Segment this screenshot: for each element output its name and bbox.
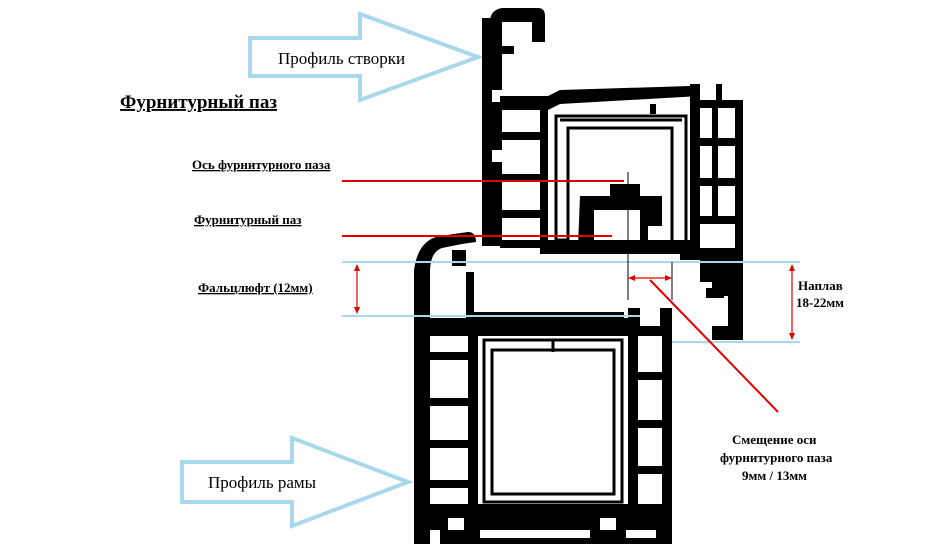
frame-profile [414,232,672,544]
offset-label-line3: 9мм / 13мм [742,468,807,483]
overlap-label-line2: 18-22мм [796,295,844,310]
overlap-dimension [789,264,795,340]
red-leaders [342,180,779,413]
sash-profile-arrow [248,11,484,103]
sash-reinforcement [554,114,688,246]
groove-axis-label: Ось фурнитурного паза [192,157,331,172]
frame-reinforcement [482,338,624,504]
offset-label-line2: фурнитурного паза [720,450,833,465]
sash-profile [482,8,743,340]
groove-label: Фурнитурный паз [194,212,301,227]
rebate-gap-dimension [354,264,360,314]
hardware-groove-title: Фурнитурный паз [120,92,277,113]
offset-label-line1: Смещение оси [732,432,817,447]
rebate-gap-label: Фальцлюфт (12мм) [198,280,313,295]
offset-dimension [628,275,672,281]
frame-profile-label: Профиль рамы [208,473,317,492]
guide-lines [342,261,800,343]
sash-profile-label: Профиль створки [278,49,405,68]
overlap-label-line1: Наплав [798,278,843,293]
frame-profile-arrow [180,435,414,529]
axis-lines [627,172,673,300]
